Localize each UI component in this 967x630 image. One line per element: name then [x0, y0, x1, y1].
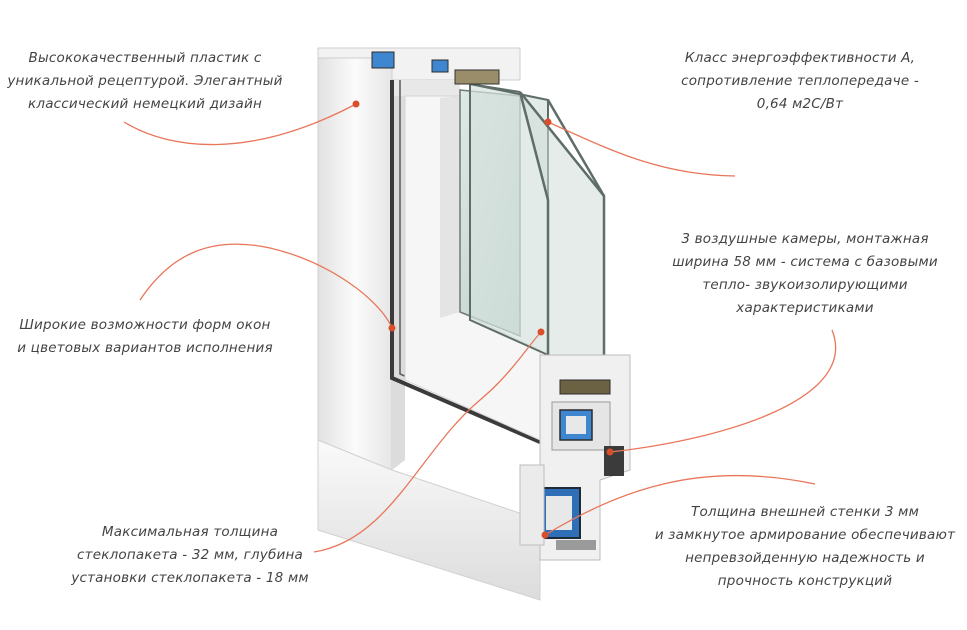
caption-line: уникальной рецептурой. Элегантный [7, 73, 283, 89]
callout-plastic-line [123, 103, 357, 146]
caption-plastic: Высококачественный пластик с уникальной … [0, 47, 290, 116]
caption-glazing: Максимальная толщина стеклопакета - 32 м… [40, 521, 340, 590]
caption-line: установки стеклопакета - 18 мм [71, 570, 309, 586]
caption-line: характеристиками [736, 300, 874, 316]
caption-line: Широкие возможности форм окон [19, 317, 271, 333]
caption-shapes: Широкие возможности форм окон и цветовых… [0, 314, 290, 360]
callout-glazing-dot [537, 328, 545, 336]
outer-frame [317, 47, 541, 601]
caption-line: и замкнутое армирование обеспечивают [654, 527, 956, 543]
callout-lines [123, 100, 837, 553]
caption-line: классический немецкий дизайн [28, 96, 262, 112]
callout-chambers-line [609, 329, 837, 453]
caption-energy: Класс энергоэффективности А, сопротивлен… [655, 47, 945, 116]
caption-line: Класс энергоэффективности А, [684, 50, 916, 66]
caption-line: прочность конструкций [717, 573, 893, 589]
callout-plastic-dot [352, 100, 360, 108]
caption-line: Максимальная толщина [101, 524, 279, 540]
caption-chambers: 3 воздушные камеры, монтажная ширина 58 … [640, 228, 967, 320]
callout-shapes-line [139, 243, 393, 329]
caption-line: ширина 58 мм - система с базовыми [672, 254, 938, 270]
bottom-cross-section [519, 354, 631, 561]
caption-wall: Толщина внешней стенки 3 мм и замкнутое … [640, 501, 967, 593]
caption-line: Высококачественный пластик с [28, 50, 262, 66]
callout-wall-line [544, 474, 816, 536]
caption-line: непревзойденную надежность и [685, 550, 925, 566]
callout-glazing-line [313, 331, 542, 553]
caption-line: Толщина внешней стенки 3 мм [691, 504, 919, 520]
callout-energy-line [547, 121, 736, 177]
top-cross-section [371, 51, 500, 85]
callout-shapes-dot [388, 324, 396, 332]
caption-line: и цветовых вариантов исполнения [17, 340, 273, 356]
caption-line: 3 воздушные камеры, монтажная [681, 231, 929, 247]
caption-line: сопротивление теплопередаче - [681, 73, 919, 89]
caption-line: стеклопакета - 32 мм, глубина [77, 547, 303, 563]
callout-wall-dot [541, 531, 549, 539]
callout-energy-dot [544, 118, 552, 126]
caption-line: тепло- звукоизолирующими [702, 277, 908, 293]
callout-chambers-dot [606, 448, 614, 456]
caption-line: 0,64 м2С/Вт [756, 96, 844, 112]
